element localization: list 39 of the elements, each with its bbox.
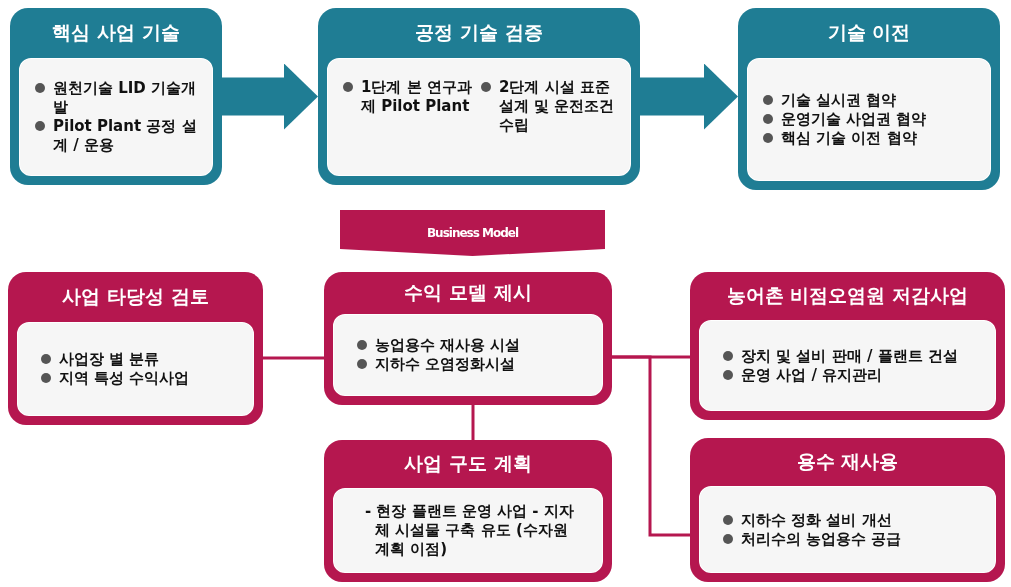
card-title: 공정 기술 검증: [414, 20, 544, 45]
card-title: 수익 모델 제시: [403, 280, 533, 305]
bullet-item: 운영기술 사업권 협약: [761, 110, 977, 129]
bullet-item: 1단계 본 연구과제 Pilot Plant: [341, 78, 479, 116]
block-arrow: [640, 63, 738, 130]
process-card: [10, 8, 222, 185]
card-title: 사업 구도 계획: [403, 451, 533, 476]
process-card: [324, 440, 612, 582]
bullet-item: 기술 실시권 협약: [761, 91, 977, 110]
card-title: 기술 이전: [826, 20, 912, 45]
bullet-item: 핵심 기술 이전 협약: [761, 129, 977, 148]
block-arrow: [222, 63, 318, 130]
bullet-item: 원천기술 LID 기술개발: [33, 79, 199, 117]
bullet-item: 지하수 정화 설비 개선: [721, 510, 982, 530]
banner: [340, 210, 605, 256]
bullet-item: 운영 사업 / 유지관리: [721, 365, 982, 385]
connector-line: [471, 405, 475, 440]
bullet-item: 지역 특성 수익사업: [39, 369, 240, 388]
bullet-item: Pilot Plant 공정 설계 / 운용: [33, 117, 199, 155]
connector-line: [612, 355, 690, 537]
list-text: - 현장 플랜트 운영 사업 - 지자체 시설물 구축 유도 (수자원 계획 이점): [364, 502, 575, 559]
process-card: [318, 8, 640, 185]
bullet-item: 장치 및 설비 판매 / 플랜트 건설: [721, 346, 982, 366]
card-title: 농어촌 비점오염원 저감사업: [725, 283, 970, 308]
bullet-item: 지하수 오염정화시설: [355, 355, 589, 374]
process-card: [690, 438, 1005, 582]
card-title: 핵심 사업 기술: [51, 20, 181, 45]
card-title: 사업 타당성 검토: [61, 284, 210, 309]
bullet-item: 농업용수 재사용 시설: [355, 336, 589, 355]
card-title: 용수 재사용: [795, 449, 900, 474]
process-card: [324, 272, 612, 405]
process-card: [738, 8, 1000, 190]
process-card: [690, 272, 1005, 420]
connector-line: [263, 356, 324, 360]
bullet-item: 사업장 별 분류: [39, 350, 240, 369]
process-card: [8, 272, 263, 425]
bullet-item: 처리수의 농업용수 공급: [721, 529, 982, 549]
bullet-item: 2단계 시설 표준 설계 및 운전조건 수립: [479, 78, 617, 135]
banner-label: Business Model: [426, 226, 519, 240]
